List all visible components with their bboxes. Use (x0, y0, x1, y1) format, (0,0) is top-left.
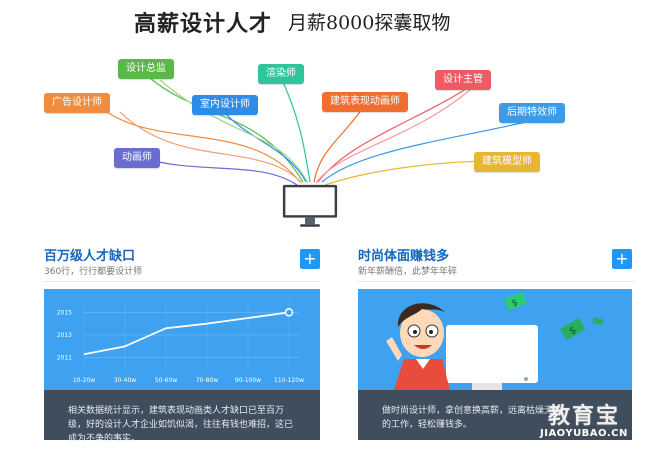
header: 高薪设计人才 月薪8000探囊取物 (0, 0, 670, 40)
money-icon-2: $ (560, 318, 586, 341)
connector-design-director (149, 77, 304, 183)
svg-text:$: $ (511, 298, 520, 309)
x-tick-label: 10-20w (73, 377, 95, 384)
designer-illustration: $ $ (386, 292, 604, 390)
tag-ad-designer[interactable]: 广告设计师 (44, 93, 110, 113)
watermark-url: JIAOYUBAO.CN (540, 428, 628, 439)
person-shirt (394, 359, 450, 390)
connector-interior-designer (224, 112, 307, 183)
x-tick-label: 90-100w (235, 377, 261, 384)
tag-post-effects[interactable]: 后期特效师 (499, 103, 565, 123)
svg-text:$: $ (568, 325, 579, 338)
y-tick-label: 2015 (57, 309, 72, 316)
data-point (284, 308, 294, 317)
left-description: 相关数据统计显示，建筑表现动画类人才缺口已至百万级，好的设计人才企业如饥似渴，往… (68, 406, 294, 444)
y-tick-label: 2013 (57, 332, 72, 339)
right-expand-button[interactable]: + (612, 249, 632, 269)
tag-arch-animator[interactable]: 建筑表现动画师 (322, 92, 408, 112)
y-tick-label: 2011 (57, 355, 72, 362)
right-description-box: 做时尚设计师，拿创意换高薪，远离枯燥无味的工作，轻松赚钱多。 (358, 390, 632, 440)
connector-renderer (282, 81, 311, 183)
tag-design-director[interactable]: 设计总监 (118, 59, 174, 79)
line-chart: 2011 2013 2015 10-20w 30-40w 50-60w 70-80w 90-1… (57, 301, 304, 384)
connector-arch-animator (313, 108, 363, 183)
page-title: 高薪设计人才 (134, 12, 273, 37)
watermark-logo: 教育宝 (548, 404, 621, 429)
left-description-box: 相关数据统计显示，建筑表现动画类人才缺口已至百万级，好的设计人才企业如饥似渴，往… (44, 390, 320, 444)
money-icon: $ (504, 292, 527, 311)
left-expand-button[interactable]: + (300, 249, 320, 269)
right-description: 做时尚设计师，拿创意换高薪，远离枯燥无味的工作，轻松赚钱多。 (382, 406, 563, 430)
x-tick-label: 30-40w (114, 377, 136, 384)
tag-renderer[interactable]: 渲染师 (258, 64, 304, 84)
series-line (83, 311, 290, 356)
right-illustration-area: $ $ (358, 289, 632, 390)
connector-post-effects (321, 120, 531, 183)
tag-interior-designer[interactable]: 室内设计师 (192, 95, 258, 115)
page-subtitle: 月薪8000探囊取物 (288, 12, 451, 34)
left-panel-title: 百万级人才缺口 (44, 249, 136, 264)
person-face (400, 309, 444, 357)
x-tick-label: 110-120w (274, 377, 304, 384)
right-panel-subtitle: 新年薪酬倍，此梦年年碎 (358, 267, 458, 277)
right-divider (358, 281, 634, 282)
left-divider (44, 281, 320, 282)
connector-animator (141, 157, 298, 186)
monitor-icon (282, 184, 338, 227)
person-hair (397, 303, 446, 327)
left-chart-area: 2011 2013 2015 10-20w 30-40w 50-60w 70-80w 90-1… (44, 289, 320, 390)
person-hand (386, 337, 402, 361)
x-tick-label: 70-80w (196, 377, 218, 384)
left-panel-subtitle: 360行，行行都要设计师 (44, 267, 143, 277)
tag-design-manager[interactable]: 设计主管 (435, 70, 491, 90)
money-icon-3 (592, 317, 604, 326)
right-panel-title: 时尚体面赚钱多 (358, 249, 450, 264)
connector-ad-designer (103, 109, 301, 183)
x-tick-label: 50-60w (155, 377, 177, 384)
tag-animator[interactable]: 动画师 (114, 148, 160, 168)
tag-arch-modeler[interactable]: 建筑模型师 (474, 152, 540, 172)
